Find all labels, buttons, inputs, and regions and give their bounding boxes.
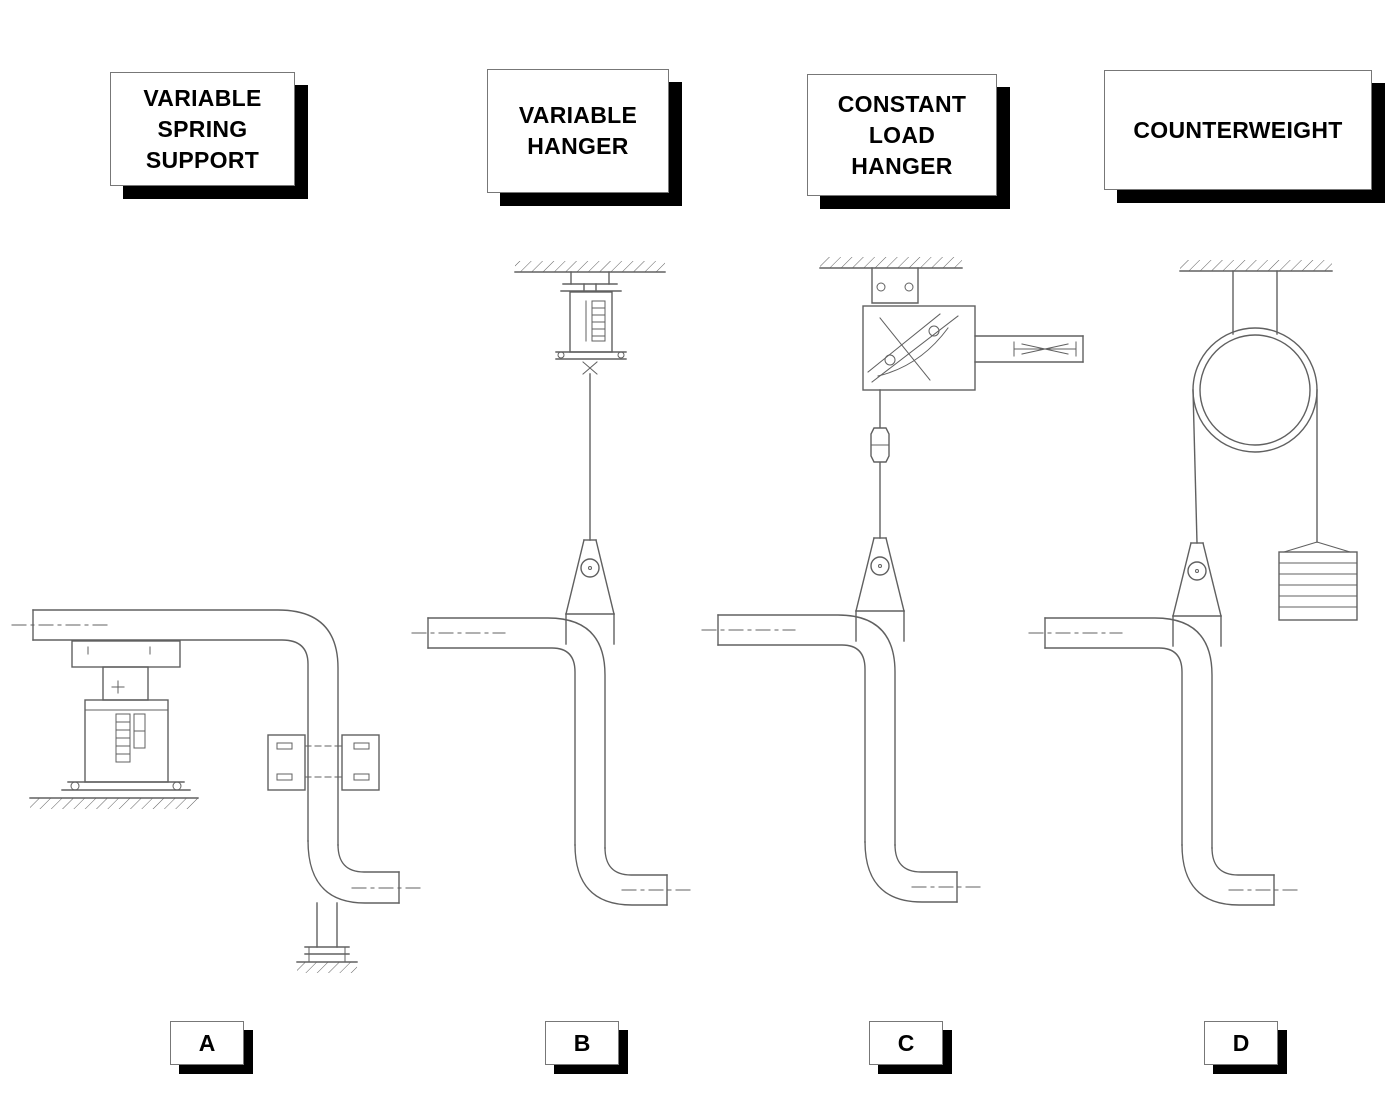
letter-label-a: A xyxy=(170,1021,244,1065)
letter-text: D xyxy=(1232,1029,1250,1056)
title-line: SPRING xyxy=(157,115,248,142)
title-box-variable-spring-support: VARIABLE SPRING SUPPORT xyxy=(110,72,295,186)
drawing-counterweight xyxy=(1028,260,1358,906)
drawing-variable-hanger xyxy=(411,261,691,906)
title-box-variable-hanger: VARIABLE HANGER xyxy=(487,69,669,193)
letter-label-b: B xyxy=(545,1021,619,1065)
title-box-constant-load-hanger: CONSTANT LOAD HANGER xyxy=(807,74,997,196)
letter-text: C xyxy=(897,1029,915,1056)
letter-label-c: C xyxy=(869,1021,943,1065)
title-box-counterweight: COUNTERWEIGHT xyxy=(1104,70,1372,190)
title-line: LOAD xyxy=(868,121,936,148)
drawing-variable-spring-support xyxy=(11,609,423,973)
title-line: SUPPORT xyxy=(145,146,260,173)
letter-text: A xyxy=(198,1029,216,1056)
drawing-constant-load-hanger xyxy=(701,257,1084,903)
letter-text: B xyxy=(573,1029,591,1056)
title-line: HANGER xyxy=(527,133,629,159)
letter-label-d: D xyxy=(1204,1021,1278,1065)
title-line: VARIABLE xyxy=(518,102,638,128)
title-line: HANGER xyxy=(851,152,953,179)
title-line: VARIABLE xyxy=(143,84,262,111)
title-line: CONSTANT xyxy=(837,90,967,117)
title-line: COUNTERWEIGHT xyxy=(1133,116,1343,143)
